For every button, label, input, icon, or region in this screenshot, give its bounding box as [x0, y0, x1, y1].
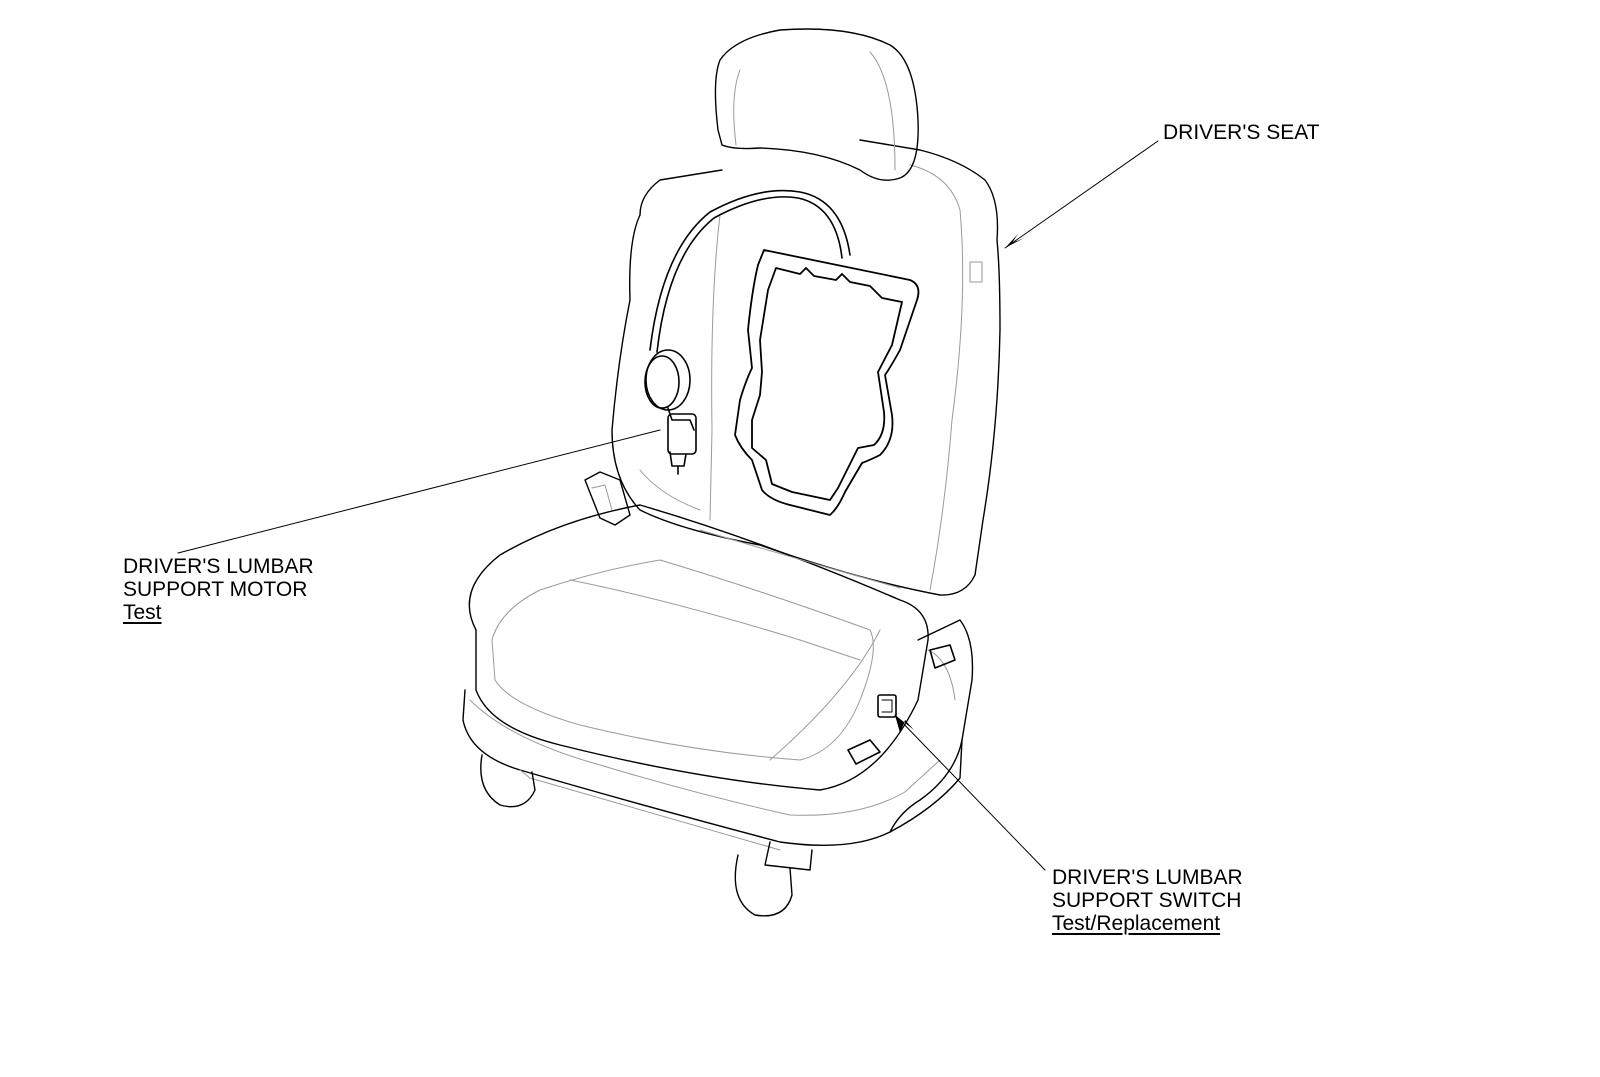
lumbar-switch: [847, 644, 956, 765]
leader-motor: [177, 429, 661, 554]
lumbar-motor: [644, 349, 697, 475]
seat-backrest: [584, 139, 1001, 596]
arrow-seat: [1005, 234, 1024, 248]
lumbar-motor-label-line2: SUPPORT MOTOR: [123, 578, 308, 601]
callout-drivers-seat: DRIVER'S SEAT: [1163, 121, 1320, 144]
lumbar-support-plate: [734, 249, 920, 516]
lumbar-switch-label-line2: SUPPORT SWITCH: [1052, 889, 1242, 912]
leader-switch: [894, 714, 1046, 871]
callout-lumbar-switch: DRIVER'S LUMBAR SUPPORT SWITCH Test/Repl…: [1052, 866, 1243, 935]
lumbar-switch-label-line1: DRIVER'S LUMBAR: [1052, 866, 1243, 889]
arrow-switch: [895, 715, 914, 733]
drivers-seat-label: DRIVER'S SEAT: [1163, 121, 1320, 144]
leader-lines: [177, 140, 1159, 871]
seat-cushion: [462, 504, 974, 871]
lumbar-cable: [649, 189, 851, 353]
seat-headrest: [714, 28, 919, 181]
seat-legs: [480, 754, 793, 917]
lumbar-switch-test-replacement-link[interactable]: Test/Replacement: [1052, 912, 1221, 935]
callout-lumbar-motor: DRIVER'S LUMBAR SUPPORT MOTOR Test: [123, 555, 314, 624]
leader-seat: [1004, 140, 1159, 249]
lumbar-motor-label-line1: DRIVER'S LUMBAR: [123, 555, 314, 578]
lumbar-motor-test-link[interactable]: Test: [123, 601, 162, 624]
